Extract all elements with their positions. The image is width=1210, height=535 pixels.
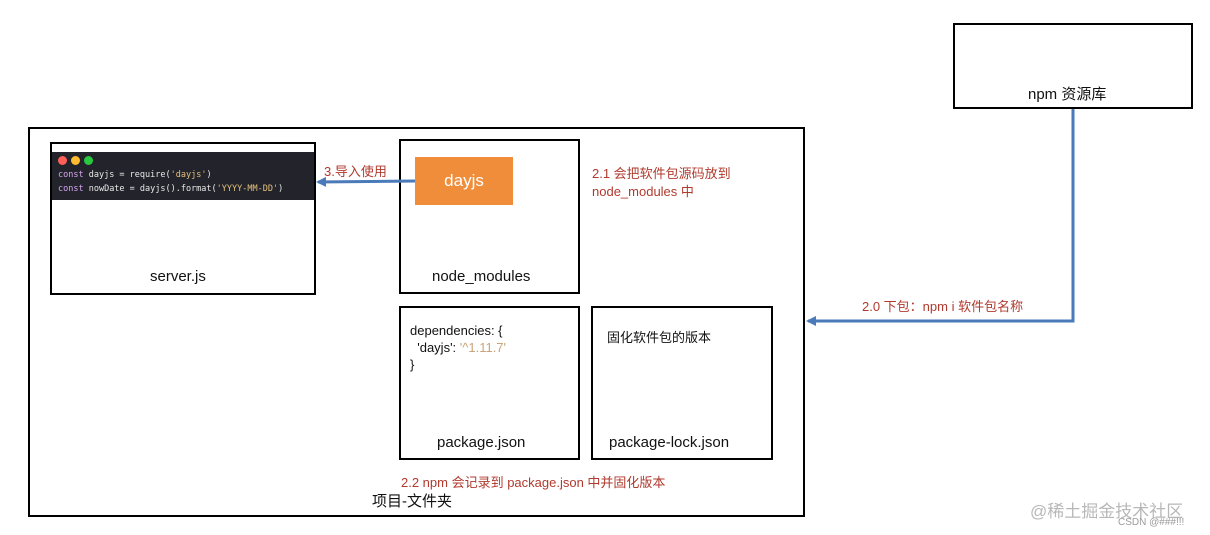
watermark-csdn: CSDN @###!!! — [1118, 517, 1185, 528]
code-snippet: const dayjs = require('dayjs') const now… — [52, 152, 314, 200]
package-json-box — [399, 306, 580, 460]
json-line-1: dependencies: { — [410, 323, 503, 338]
step-2-0-download-label: 2.0 下包：npm i 软件包名称 — [862, 299, 1024, 314]
project-folder-label: 项目-文件夹 — [372, 493, 452, 510]
step-3-import-label: 3.导入使用 — [324, 164, 387, 179]
step-2-1-line-2: node_modules 中 — [592, 184, 694, 199]
package-lock-box — [591, 306, 773, 460]
step-2-2-record-label: 2.2 npm 会记录到 package.json 中并固化版本 — [401, 475, 666, 490]
import-arrow — [316, 176, 416, 187]
node-modules-label: node_modules — [432, 268, 531, 285]
download-arrow — [806, 109, 1075, 326]
package-json-content: dependencies: { 'dayjs': '^1.11.7' } — [410, 322, 506, 373]
window-minimize-dot — [71, 156, 80, 165]
json-line-2: 'dayjs': '^1.11.7' — [417, 340, 507, 355]
package-lock-desc: 固化软件包的版本 — [607, 330, 712, 345]
dayjs-package-badge: dayjs — [415, 157, 513, 205]
step-2-1-line-1: 2.1 会把软件包源码放到 — [592, 166, 731, 181]
server-js-label: server.js — [150, 268, 206, 285]
server-js-box — [50, 142, 316, 295]
json-line-3: } — [410, 357, 415, 372]
npm-registry-box — [953, 23, 1193, 109]
package-json-label: package.json — [437, 434, 526, 451]
watermark-juejin: @稀土掘金技术社区 — [1030, 502, 1184, 521]
window-maximize-dot — [84, 156, 93, 165]
code-line-1: const dayjs = require('dayjs') — [58, 170, 212, 180]
package-lock-label: package-lock.json — [609, 434, 730, 451]
window-close-dot — [58, 156, 67, 165]
project-folder-box — [28, 127, 805, 517]
node-modules-box — [399, 139, 580, 294]
code-line-2: const nowDate = dayjs().format('YYYY-MM-… — [58, 184, 284, 194]
npm-registry-label: npm 资源库 — [1028, 86, 1107, 103]
